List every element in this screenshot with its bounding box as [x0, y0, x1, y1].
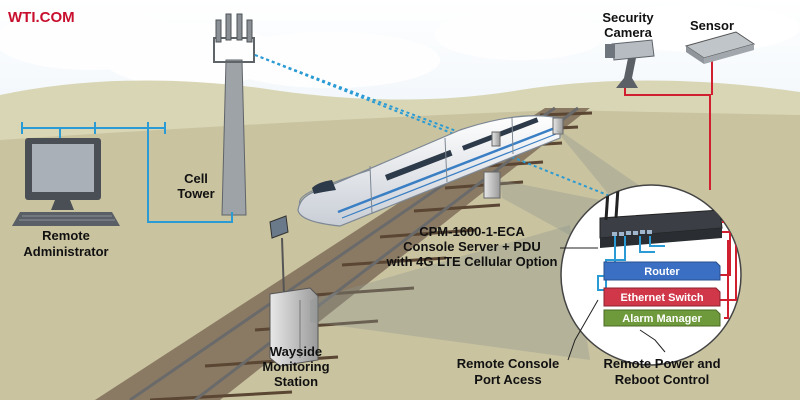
- remote-power-label: Remote Power and Reboot Control: [603, 356, 720, 387]
- label-text: Port Acess: [474, 372, 541, 387]
- trackside-boxes: [483, 117, 564, 199]
- cell-tower-label: Cell Tower: [177, 171, 214, 201]
- admin-computer-icon: [12, 138, 120, 226]
- label-text: Administrator: [23, 244, 108, 259]
- cell-tower: [213, 13, 255, 216]
- label-text: Tower: [177, 186, 214, 201]
- label-text: Cell: [184, 171, 208, 186]
- label-text: Remote Console: [457, 356, 560, 371]
- logo: WTI.COM: [8, 9, 75, 26]
- alarm-manager-bar: Alarm Manager: [603, 309, 721, 327]
- label-text: with 4G LTE Cellular Option: [386, 254, 558, 269]
- remote-administrator-label: Remote Administrator: [23, 228, 108, 259]
- label-text: Remote: [42, 228, 90, 243]
- wireless-links: [254, 54, 621, 201]
- leader-lines: [560, 247, 666, 361]
- ethernet-switch-bar: Ethernet Switch: [603, 287, 721, 307]
- label-text: Station: [274, 374, 318, 389]
- label-text: Camera: [604, 25, 652, 40]
- admin-network: [21, 122, 233, 223]
- wayside-label: Wayside Monitoring Station: [262, 344, 329, 389]
- sensor-label: Sensor: [690, 18, 734, 33]
- security-camera-label: Security Camera: [602, 10, 654, 40]
- callout-cone-far: [556, 130, 640, 196]
- security-camera-icon: [605, 39, 655, 88]
- ethernet-switch-label: Ethernet Switch: [620, 292, 703, 304]
- power-lines: [624, 60, 713, 190]
- wayside-monitoring-station-icon: [269, 215, 319, 367]
- router-label: Router: [644, 266, 680, 278]
- label-text: Wayside: [270, 344, 322, 359]
- label-text: Remote Power and: [603, 356, 720, 371]
- label-text: Reboot Control: [615, 372, 710, 387]
- callout-cone-station: [310, 225, 590, 360]
- product-label: CPM-1600-1-ECA Console Server + PDU with…: [386, 224, 558, 269]
- label-text: Monitoring: [262, 359, 329, 374]
- callout-cone-train: [500, 180, 600, 238]
- label-text: Security: [602, 10, 654, 25]
- remote-console-label: Remote Console Port Acess: [457, 356, 560, 387]
- sensor-icon: [684, 31, 756, 64]
- label-text: Console Server + PDU: [403, 239, 541, 254]
- router-bar: Router: [603, 261, 721, 281]
- alarm-manager-label: Alarm Manager: [622, 313, 702, 325]
- detail-circle: Router Ethernet Switch Alarm Manager: [560, 184, 742, 366]
- label-text: CPM-1600-1-ECA: [419, 224, 525, 239]
